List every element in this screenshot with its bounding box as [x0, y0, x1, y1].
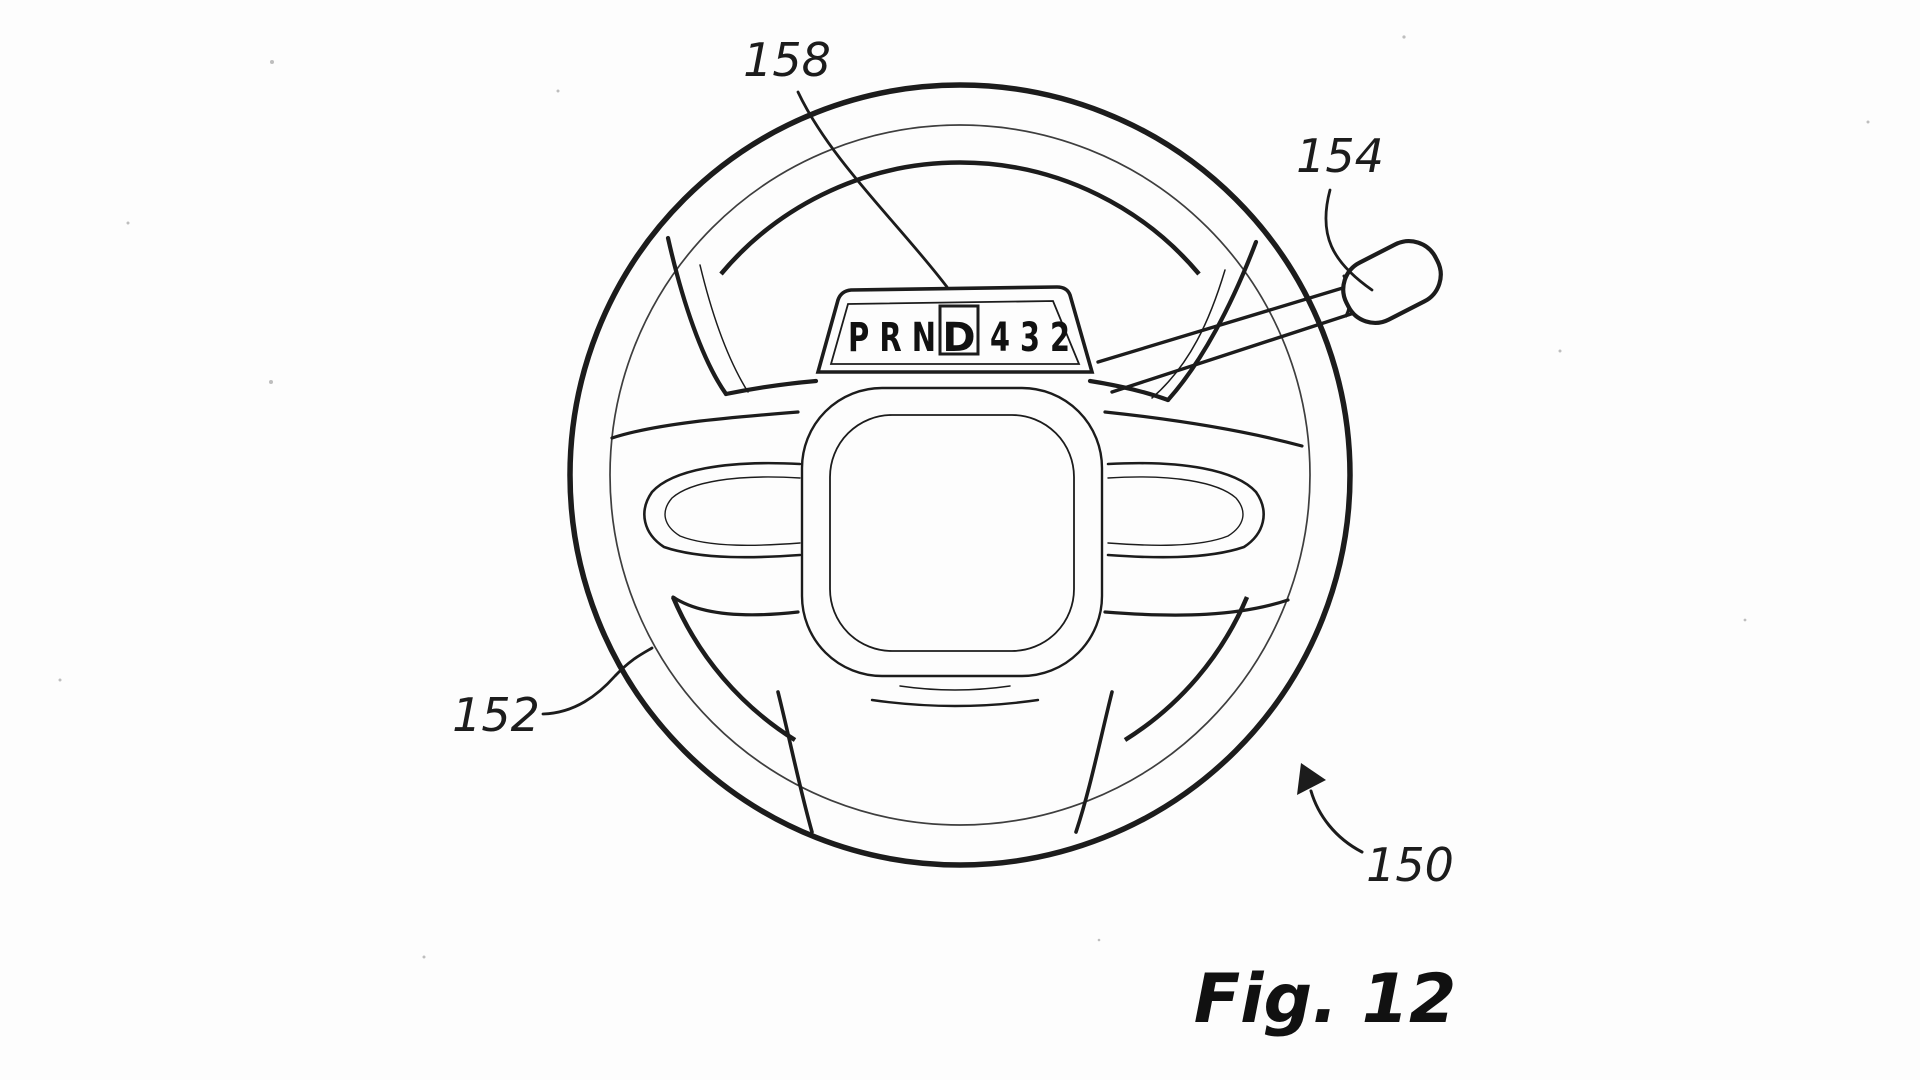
gear-positions-before-selected: P R N [848, 315, 936, 361]
stalk-knob [1341, 239, 1443, 325]
ref-label-154: 154 [1296, 129, 1384, 183]
steering-wheel-rim [567, 82, 1353, 868]
speckle [270, 60, 274, 64]
gear-panel-outer-outline [815, 285, 1095, 374]
bottom-spoke-left-edge [776, 690, 814, 834]
speckle [1558, 349, 1562, 353]
hub-top-right-edge [1087, 378, 1171, 403]
reference-labels: 158 154 152 150 [452, 33, 1454, 892]
stalk-shaft-upper-edge [1096, 285, 1348, 364]
left-spoke-bottom-edge [671, 595, 800, 617]
speckle [1743, 618, 1747, 622]
speckle [1402, 35, 1406, 39]
gear-position-selected: D [942, 315, 975, 361]
hub-upper-left-arm-edge [665, 235, 729, 397]
speckle [126, 221, 130, 225]
selected-gear-box [938, 304, 980, 356]
ref-label-158: 158 [743, 33, 831, 87]
wheel-hub [610, 235, 1304, 834]
hub-top-left-edge [723, 378, 819, 397]
left-spoke-top-edge [610, 410, 800, 440]
leader-line-158 [796, 90, 949, 289]
ref-label-152: 152 [452, 688, 540, 742]
stalk-shaft-lower-edge [1110, 311, 1356, 394]
left-spoke-cutout [643, 461, 802, 559]
airbag-pad-inner-outline [829, 414, 1075, 652]
hub-upper-left-arm-contour [699, 264, 749, 393]
hub-lower-seam-line [870, 698, 1040, 708]
figure-caption: Fig. 12 [1194, 960, 1457, 1039]
hub-upper-right-arm-edge [1165, 239, 1259, 403]
left-spoke-cutout-inner-line [664, 476, 801, 546]
arrowhead-150 [1297, 763, 1326, 795]
speckle [556, 89, 560, 93]
gear-panel-inner-outline [829, 300, 1081, 365]
arrow-line-150 [1309, 789, 1364, 854]
leader-line-154 [1324, 188, 1374, 292]
scan-speckles [58, 35, 1870, 959]
airbag-pad-outer-outline [800, 386, 1104, 678]
reference-annotations [541, 90, 1374, 854]
ref-label-150: 150 [1366, 838, 1454, 892]
speckle [1866, 120, 1870, 124]
rim-contour-line [609, 124, 1311, 826]
right-spoke-cutout-inner-line [1107, 476, 1244, 546]
right-spoke-cutout [1106, 461, 1265, 559]
rim-inner-edge-lower-right-arc [1123, 596, 1250, 742]
rim-inner-edge-lower-left-arc [670, 596, 797, 742]
column-stalk [1096, 239, 1443, 394]
hub-lower-seam-line-inner [899, 685, 1011, 691]
speckle [58, 678, 62, 682]
speckle [1097, 938, 1101, 942]
right-spoke-bottom-edge [1103, 598, 1290, 617]
speckle [422, 955, 426, 959]
right-spoke-top-edge [1103, 410, 1304, 448]
bottom-spoke-right-edge [1074, 690, 1114, 834]
hub-upper-right-arm-contour [1151, 269, 1226, 399]
gear-positions-after-selected: 4 3 2 [990, 315, 1070, 361]
speckle [269, 380, 273, 384]
rim-outer-edge [567, 82, 1353, 868]
leader-line-152 [541, 646, 654, 716]
rim-inner-edge-top-arc [719, 160, 1201, 276]
gear-indicator-panel: P R N D 4 3 2 [815, 285, 1095, 374]
